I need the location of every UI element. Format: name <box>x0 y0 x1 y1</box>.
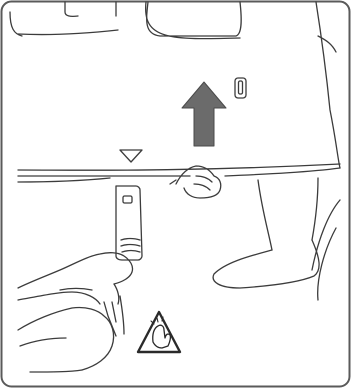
illustration-canvas <box>0 0 351 388</box>
illustration-border <box>2 2 350 387</box>
installation-illustration <box>0 0 351 388</box>
